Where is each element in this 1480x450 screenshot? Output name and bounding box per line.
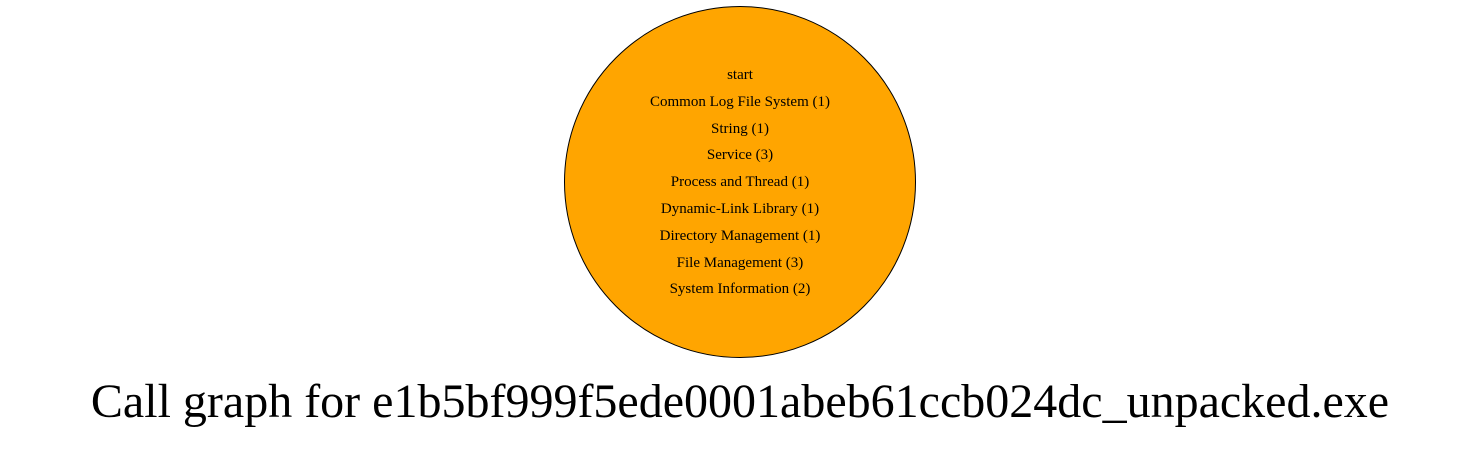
node-label-common-log-file-system: Common Log File System (1) (650, 93, 830, 110)
node-label-string: String (1) (711, 120, 769, 137)
node-label-start: start (727, 67, 753, 83)
start-node-labels: start Common Log File System (1) String … (564, 64, 916, 305)
node-label-service: Service (3) (706, 147, 774, 164)
node-label-dynamic-link-library: Dynamic-Link Library (1) (660, 200, 820, 217)
start-node (564, 6, 916, 358)
node-label-process-and-thread: Process and Thread (1) (670, 174, 810, 191)
graph-title: Call graph for e1b5bf999f5ede0001abeb61c… (90, 375, 1390, 428)
node-label-directory-management: Directory Management (1) (659, 227, 821, 244)
node-label-file-management: File Management (3) (676, 254, 804, 271)
node-label-system-information: System Information (2) (669, 281, 811, 298)
